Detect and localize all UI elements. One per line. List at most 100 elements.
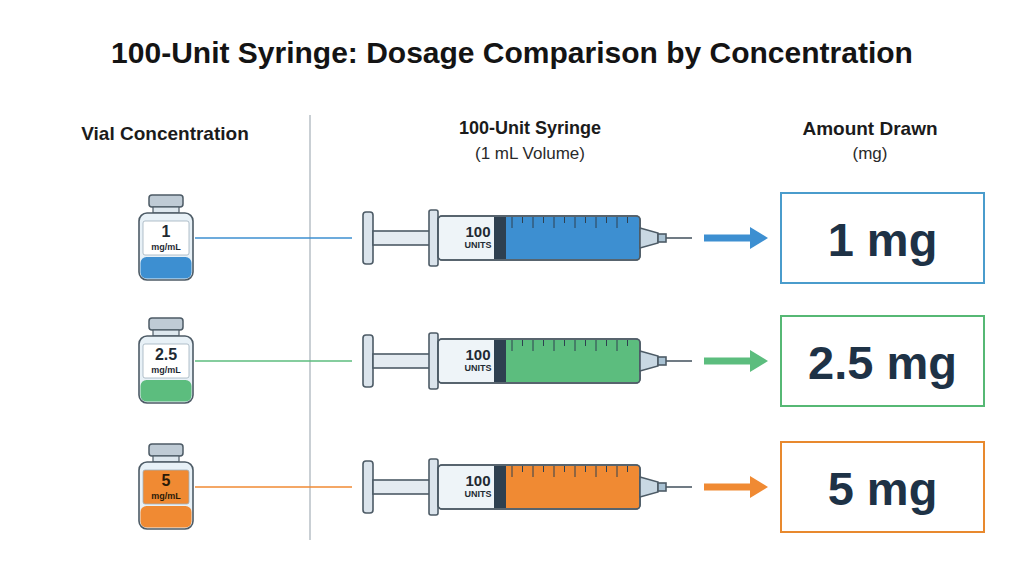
amount-value: 2.5 mg xyxy=(782,335,983,390)
arrow-head xyxy=(750,476,768,498)
graduation-tick xyxy=(596,466,597,477)
plunger-thumb xyxy=(363,335,373,387)
graduation-tick xyxy=(543,217,544,223)
graduation-tick xyxy=(585,466,586,472)
connector-line xyxy=(195,487,352,488)
connector-stroke xyxy=(195,237,352,239)
graduation-tick xyxy=(533,466,534,477)
graduation-tick xyxy=(617,466,618,477)
graduation-tick xyxy=(512,466,513,477)
graduation-tick xyxy=(575,466,576,477)
graduation-tick xyxy=(606,466,607,472)
vial-neck xyxy=(153,207,179,213)
vial-cap xyxy=(149,195,183,207)
connector-arrow xyxy=(704,350,768,372)
needle xyxy=(666,486,692,488)
column-subheader: (mg) xyxy=(760,144,980,164)
graduation-tick xyxy=(575,340,576,351)
barrel-rim xyxy=(438,339,640,383)
graduation-tick xyxy=(564,217,565,223)
concentration-value: 2.5 xyxy=(137,346,195,364)
barrel-flange xyxy=(429,459,438,515)
plunger-stopper xyxy=(494,466,506,508)
syringe-barrel xyxy=(438,465,640,509)
graduation-tick xyxy=(564,466,565,472)
graduation-tick xyxy=(522,217,523,223)
syringe-tip xyxy=(640,477,658,497)
vial: 5mg/mL xyxy=(137,443,195,531)
vial: 1mg/mL xyxy=(137,194,195,282)
unit-number: 100 xyxy=(448,346,508,363)
graduation-tick xyxy=(627,217,628,223)
graduation-tick xyxy=(627,466,628,472)
syringe-tip xyxy=(640,228,658,248)
syringe-tip xyxy=(640,351,658,371)
graduation-tick xyxy=(533,340,534,351)
graduation-tick xyxy=(512,340,513,351)
syringe-outline xyxy=(362,457,692,517)
vial-neck xyxy=(153,330,179,336)
syringe-fluid xyxy=(504,217,639,259)
plunger-rod xyxy=(373,480,433,494)
plunger-rod xyxy=(373,231,433,245)
arrow-head xyxy=(750,350,768,372)
syringe-barrel xyxy=(438,216,640,260)
graduation-tick xyxy=(606,217,607,223)
graduation-tick xyxy=(617,340,618,351)
vial-liquid xyxy=(141,380,192,402)
graduation-tick xyxy=(554,217,555,228)
graduation-tick xyxy=(585,217,586,223)
vial-liquid xyxy=(141,257,192,279)
connector-stroke xyxy=(195,360,352,362)
connector-stroke xyxy=(704,484,752,491)
syringe-barrel xyxy=(438,339,640,383)
syringe-fluid xyxy=(504,466,639,508)
connector-line xyxy=(195,238,352,239)
barrel-rim xyxy=(438,216,640,260)
graduation-tick xyxy=(596,217,597,228)
concentration-unit: mg/mL xyxy=(137,491,195,501)
syringe: 100UNITS xyxy=(362,457,692,517)
needle-hub xyxy=(658,234,666,242)
column-header: 100-Unit Syringe xyxy=(380,118,680,139)
graduation-tick xyxy=(522,340,523,346)
result-box: 5 mg xyxy=(780,441,985,533)
graduation-tick xyxy=(512,217,513,228)
diagram-title: 100-Unit Syringe: Dosage Comparison by C… xyxy=(0,36,1024,70)
graduation-tick xyxy=(627,340,628,346)
needle xyxy=(666,360,692,362)
syringe-outline xyxy=(362,208,692,268)
graduation-tick xyxy=(533,217,534,228)
graduation-tick xyxy=(575,217,576,228)
result-box: 2.5 mg xyxy=(780,315,985,407)
connector-stroke xyxy=(704,358,752,365)
unit-word: UNITS xyxy=(448,489,508,499)
graduation-tick xyxy=(606,340,607,346)
barrel-rim xyxy=(438,465,640,509)
syringe-outline xyxy=(362,331,692,391)
concentration-value: 5 xyxy=(137,472,195,490)
concentration-unit: mg/mL xyxy=(137,242,195,252)
needle-hub xyxy=(658,357,666,365)
barrel-flange xyxy=(429,333,438,389)
vial-cap xyxy=(149,444,183,456)
graduation-tick xyxy=(543,340,544,346)
vial-cap xyxy=(149,318,183,330)
syringe: 100UNITS xyxy=(362,331,692,391)
connector-stroke xyxy=(704,235,752,242)
graduation-tick xyxy=(564,340,565,346)
plunger-stopper xyxy=(494,217,506,259)
unit-number: 100 xyxy=(448,223,508,240)
connector-arrow xyxy=(704,476,768,498)
column-divider xyxy=(309,115,311,540)
graduation-tick xyxy=(585,340,586,346)
arrow-head xyxy=(750,227,768,249)
needle-hub xyxy=(658,483,666,491)
graduation-tick xyxy=(543,466,544,472)
graduation-tick xyxy=(522,466,523,472)
connector-arrow xyxy=(704,227,768,249)
concentration-unit: mg/mL xyxy=(137,365,195,375)
graduation-tick xyxy=(554,466,555,477)
